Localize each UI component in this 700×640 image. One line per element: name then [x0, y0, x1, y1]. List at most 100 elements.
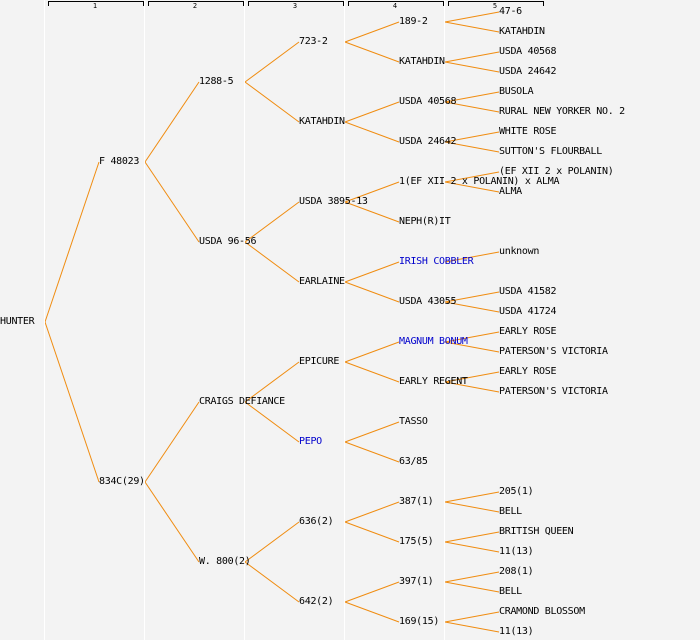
- ancestor-gen4: NEPH(R)IT: [399, 216, 451, 227]
- pedigree-connector: [344, 181, 400, 203]
- ancestor-gen5: BRITISH QUEEN: [499, 526, 574, 537]
- ancestor-gen5: 205(1): [499, 486, 534, 497]
- ancestor-gen5: SUTTON'S FLOURBALL: [499, 146, 602, 157]
- pedigree-connector: [244, 201, 300, 243]
- ancestor-gen5: 208(1): [499, 566, 534, 577]
- pedigree-connector: [244, 521, 300, 563]
- pedigree-connector: [444, 171, 500, 183]
- ancestor-gen4: 169(15): [399, 616, 440, 627]
- pedigree-connector: [444, 11, 500, 23]
- pedigree-connector: [444, 101, 500, 113]
- pedigree-connector: [244, 41, 300, 83]
- pedigree-connector: [444, 381, 500, 393]
- pedigree-connector: [344, 261, 400, 283]
- pedigree-connector: [344, 121, 400, 143]
- pedigree-connector: [344, 581, 400, 603]
- ancestor-gen4: USDA 40568: [399, 96, 457, 107]
- ancestor-gen3: EARLAINE: [299, 276, 345, 287]
- pedigree-connector: [444, 181, 500, 193]
- generation-bracket: [348, 1, 444, 6]
- pedigree-connector: [444, 371, 500, 383]
- subject-name: HUNTER: [0, 316, 35, 327]
- ancestor-gen4: USDA 43055: [399, 296, 457, 307]
- pedigree-connector: [144, 401, 200, 483]
- ancestor-gen4: 387(1): [399, 496, 434, 507]
- pedigree-connector: [444, 91, 500, 103]
- pedigree-connector: [444, 141, 500, 153]
- pedigree-connector: [344, 341, 400, 363]
- column-divider: [244, 0, 245, 640]
- ancestor-gen5: PATERSON'S VICTORIA: [499, 386, 608, 397]
- pedigree-connector: [244, 241, 300, 283]
- ancestor-gen4: EARLY REGENT: [399, 376, 468, 387]
- generation-header: 4: [392, 2, 398, 10]
- pedigree-connector: [444, 541, 500, 553]
- ancestor-gen4: 63/85: [399, 456, 428, 467]
- ancestor-gen2: CRAIGS DEFIANCE: [199, 396, 285, 407]
- ancestor-gen5: RURAL NEW YORKER NO. 2: [499, 106, 625, 117]
- ancestor-gen5: BELL: [499, 586, 522, 597]
- ancestor-gen3: EPICURE: [299, 356, 340, 367]
- ancestor-gen4: 175(5): [399, 536, 434, 547]
- pedigree-connector: [44, 161, 100, 323]
- ancestor-gen4: KATAHDIN: [399, 56, 445, 67]
- ancestor-gen3: 642(2): [299, 596, 334, 607]
- ancestor-gen4: 397(1): [399, 576, 434, 587]
- ancestor-gen4[interactable]: IRISH COBBLER: [399, 256, 474, 267]
- pedigree-connector: [344, 501, 400, 523]
- ancestor-gen4: TASSO: [399, 416, 428, 427]
- pedigree-connector: [444, 571, 500, 583]
- generation-bracket: [148, 1, 244, 6]
- ancestor-gen3[interactable]: PEPO: [299, 436, 322, 447]
- pedigree-connector: [344, 601, 400, 623]
- pedigree-connector: [344, 201, 400, 223]
- ancestor-gen5: 47-6: [499, 6, 522, 17]
- ancestor-gen5: EARLY ROSE: [499, 326, 557, 337]
- pedigree-connector: [144, 81, 200, 163]
- ancestor-gen5: 11(13): [499, 626, 534, 637]
- ancestor-gen4: USDA 24642: [399, 136, 457, 147]
- pedigree-connector: [444, 501, 500, 513]
- ancestor-gen3: KATAHDIN: [299, 116, 345, 127]
- ancestor-gen5: USDA 41724: [499, 306, 557, 317]
- ancestor-gen5: (EF XII 2 x POLANIN): [499, 166, 614, 177]
- ancestor-gen5: USDA 41582: [499, 286, 557, 297]
- pedigree-connector: [44, 321, 100, 483]
- pedigree-connector: [144, 481, 200, 563]
- ancestor-gen5: EARLY ROSE: [499, 366, 557, 377]
- ancestor-gen5: WHITE ROSE: [499, 126, 557, 137]
- pedigree-connector: [444, 291, 500, 303]
- generation-bracket: [48, 1, 144, 6]
- ancestor-gen2: W. 800(2): [199, 556, 251, 567]
- generation-bracket: [248, 1, 344, 6]
- ancestor-gen3: 723-2: [299, 36, 328, 47]
- ancestor-gen4: 189-2: [399, 16, 428, 27]
- ancestor-gen1: 834C(29): [99, 476, 145, 487]
- pedigree-connector: [444, 51, 500, 63]
- pedigree-connector: [444, 301, 500, 313]
- pedigree-connector: [344, 101, 400, 123]
- pedigree-connector: [444, 531, 500, 543]
- pedigree-connector: [244, 561, 300, 603]
- pedigree-connector: [344, 521, 400, 543]
- pedigree-connector: [344, 41, 400, 63]
- generation-header: 3: [292, 2, 298, 10]
- ancestor-gen5: PATERSON'S VICTORIA: [499, 346, 608, 357]
- ancestor-gen4[interactable]: MAGNUM BONUM: [399, 336, 468, 347]
- ancestor-gen5: KATAHDIN: [499, 26, 545, 37]
- ancestor-gen2: 1288-5: [199, 76, 234, 87]
- ancestor-gen5: BELL: [499, 506, 522, 517]
- pedigree-connector: [444, 61, 500, 73]
- pedigree-connector: [344, 21, 400, 43]
- ancestor-gen3: USDA 3895-13: [299, 196, 368, 207]
- pedigree-connector: [244, 401, 300, 443]
- ancestor-gen5: USDA 40568: [499, 46, 557, 57]
- pedigree-connector: [244, 81, 300, 123]
- pedigree-connector: [344, 361, 400, 383]
- ancestor-gen5: ALMA: [499, 186, 522, 197]
- ancestor-gen5: unknown: [499, 246, 540, 257]
- pedigree-connector: [344, 421, 400, 443]
- pedigree-connector: [444, 491, 500, 503]
